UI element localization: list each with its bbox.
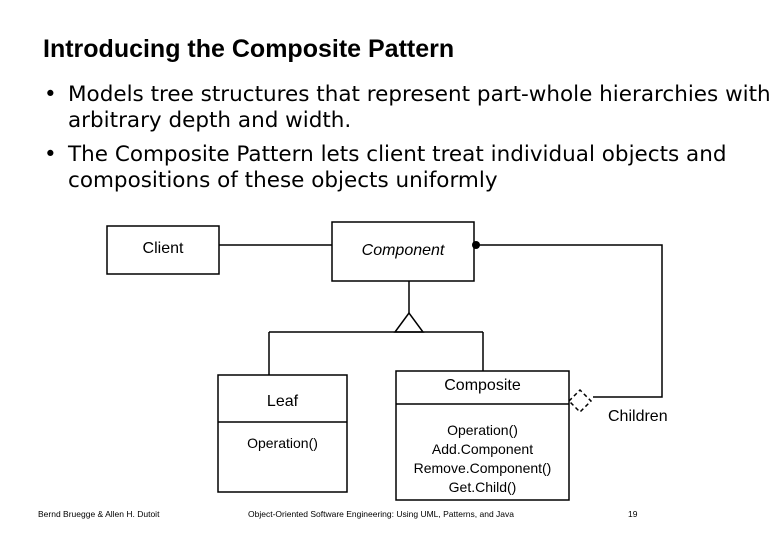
composite-class-box <box>395 370 570 501</box>
children-association-line <box>478 244 663 398</box>
component-class-box <box>331 221 475 282</box>
composite-operation: Add.Component <box>431 441 534 457</box>
inheritance-triangle-icon <box>393 311 425 333</box>
component-class-name: Component <box>361 242 445 259</box>
bullet-list: • Models tree structures that represent … <box>44 82 774 202</box>
client-class-box <box>106 225 220 275</box>
bullet-marker: • <box>44 142 57 167</box>
composite-operation: Get.Child() <box>448 479 517 495</box>
footer-authors: Bernd Bruegge & Allen H. Dutoit <box>38 509 160 519</box>
composite-operation: Operation() <box>447 422 518 438</box>
bullet-text: Models tree structures that represent pa… <box>68 82 771 133</box>
composite-operations: Operation() Add.Component Remove.Compone… <box>396 421 569 497</box>
composite-class-name: Composite <box>444 377 521 394</box>
leaf-class-name: Leaf <box>266 393 299 410</box>
slide-title: Introducing the Composite Pattern <box>43 35 455 63</box>
children-multiplicity-dot <box>472 241 480 249</box>
composite-operation: Remove.Component() <box>413 460 552 476</box>
bullet-text: The Composite Pattern lets client treat … <box>68 142 727 193</box>
leaf-operation: Operation() <box>247 435 318 451</box>
bullet-item: • The Composite Pattern lets client trea… <box>44 142 774 194</box>
aggregation-diamond-icon <box>567 388 593 414</box>
leaf-class-box <box>217 374 348 493</box>
client-class-name: Client <box>142 240 184 257</box>
bullet-item: • Models tree structures that represent … <box>44 82 774 134</box>
children-association-label: Children <box>608 408 668 425</box>
bullet-marker: • <box>44 82 57 107</box>
page-number: 19 <box>628 509 638 519</box>
footer-course: Object-Oriented Software Engineering: Us… <box>248 509 514 519</box>
